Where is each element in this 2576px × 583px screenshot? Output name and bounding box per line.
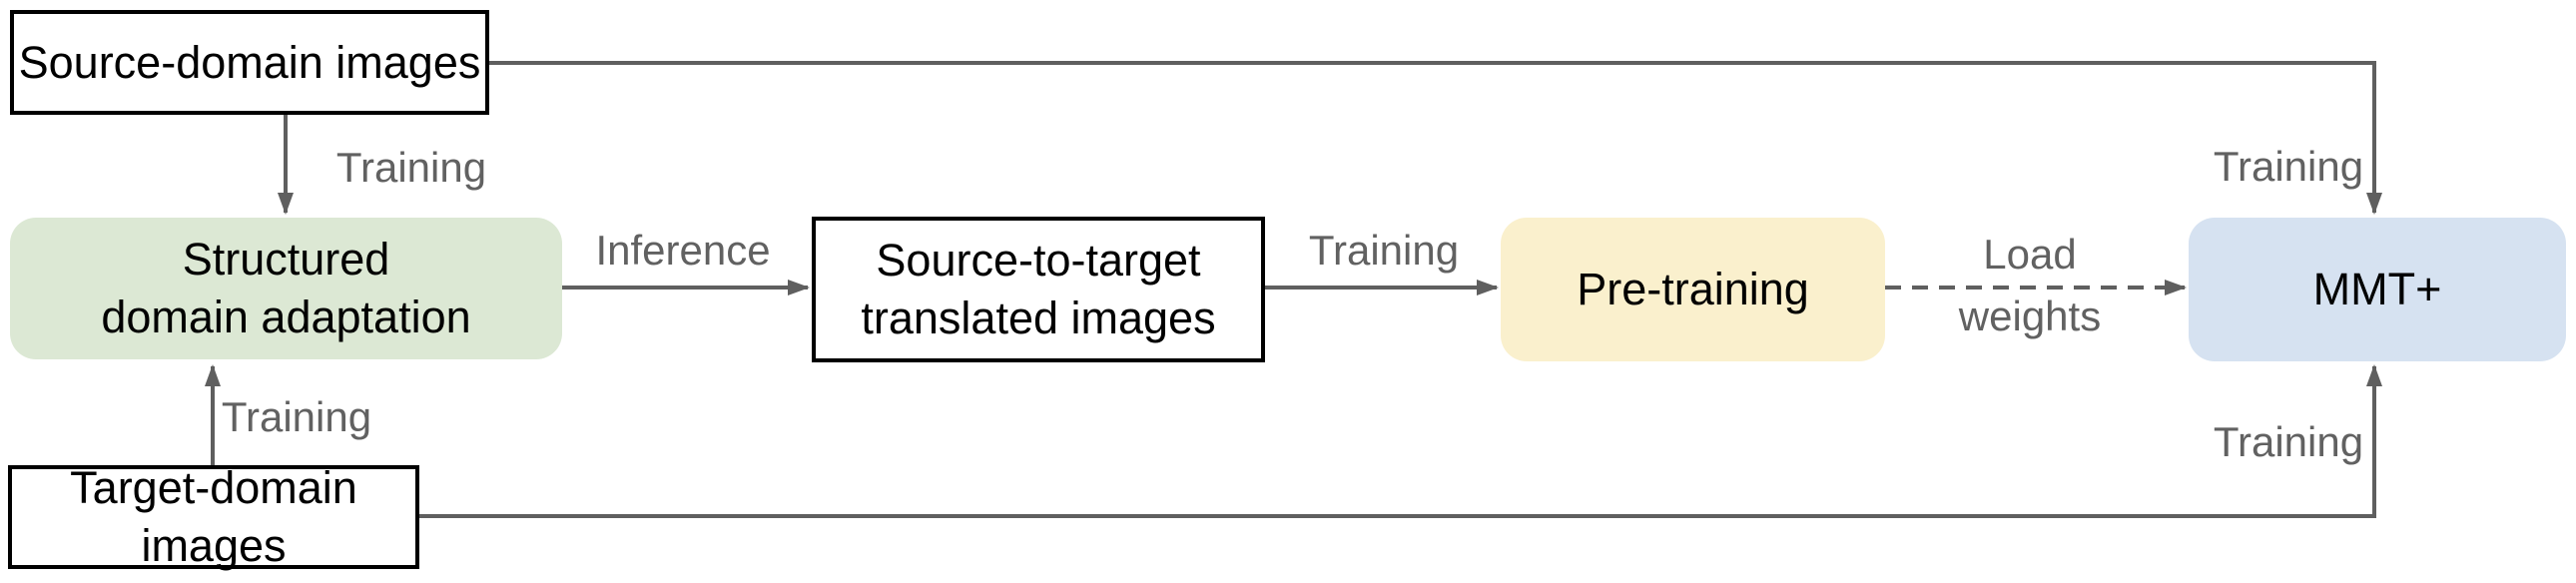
- node-target-domain-images: Target-domain images: [8, 462, 419, 571]
- arrow-target-to-mmt: [419, 364, 2382, 518]
- node-source-domain-images-label: Source-domain images: [18, 36, 481, 88]
- node-sda-label-line1: Structured: [182, 234, 390, 285]
- node-target-domain-images-label: Target-domain images: [70, 462, 357, 571]
- node-structured-domain-adaptation: Structured domain adaptation: [10, 218, 562, 359]
- node-pre-training-label: Pre-training: [1577, 264, 1809, 314]
- edge-label-training-target-to-sda: Training: [221, 393, 372, 440]
- edge-label-weights: weights: [1958, 292, 2102, 339]
- edge-label-training-source-to-mmt: Training: [2213, 143, 2364, 190]
- node-sda-label-line2: domain adaptation: [101, 292, 471, 342]
- arrow-source-to-mmt: [489, 61, 2382, 215]
- node-mmt-plus: MMT+: [2189, 218, 2566, 361]
- node-pre-training: Pre-training: [1501, 218, 1885, 361]
- node-mmt-plus-label: MMT+: [2312, 264, 2442, 314]
- edge-label-training-translated-to-pretraining: Training: [1308, 227, 1460, 274]
- node-source-to-target-translated-images: Source-to-target translated images: [812, 217, 1265, 362]
- edge-label-load: Load: [1983, 231, 2077, 278]
- edge-label-training-target-to-mmt: Training: [2213, 418, 2364, 465]
- node-source-domain-images: Source-domain images: [10, 10, 489, 115]
- edge-label-training-source-to-sda: Training: [335, 144, 487, 191]
- edge-label-inference: Inference: [595, 227, 771, 274]
- node-stt-label-line2: translated images: [861, 292, 1216, 343]
- node-stt-label-line1: Source-to-target: [876, 235, 1201, 286]
